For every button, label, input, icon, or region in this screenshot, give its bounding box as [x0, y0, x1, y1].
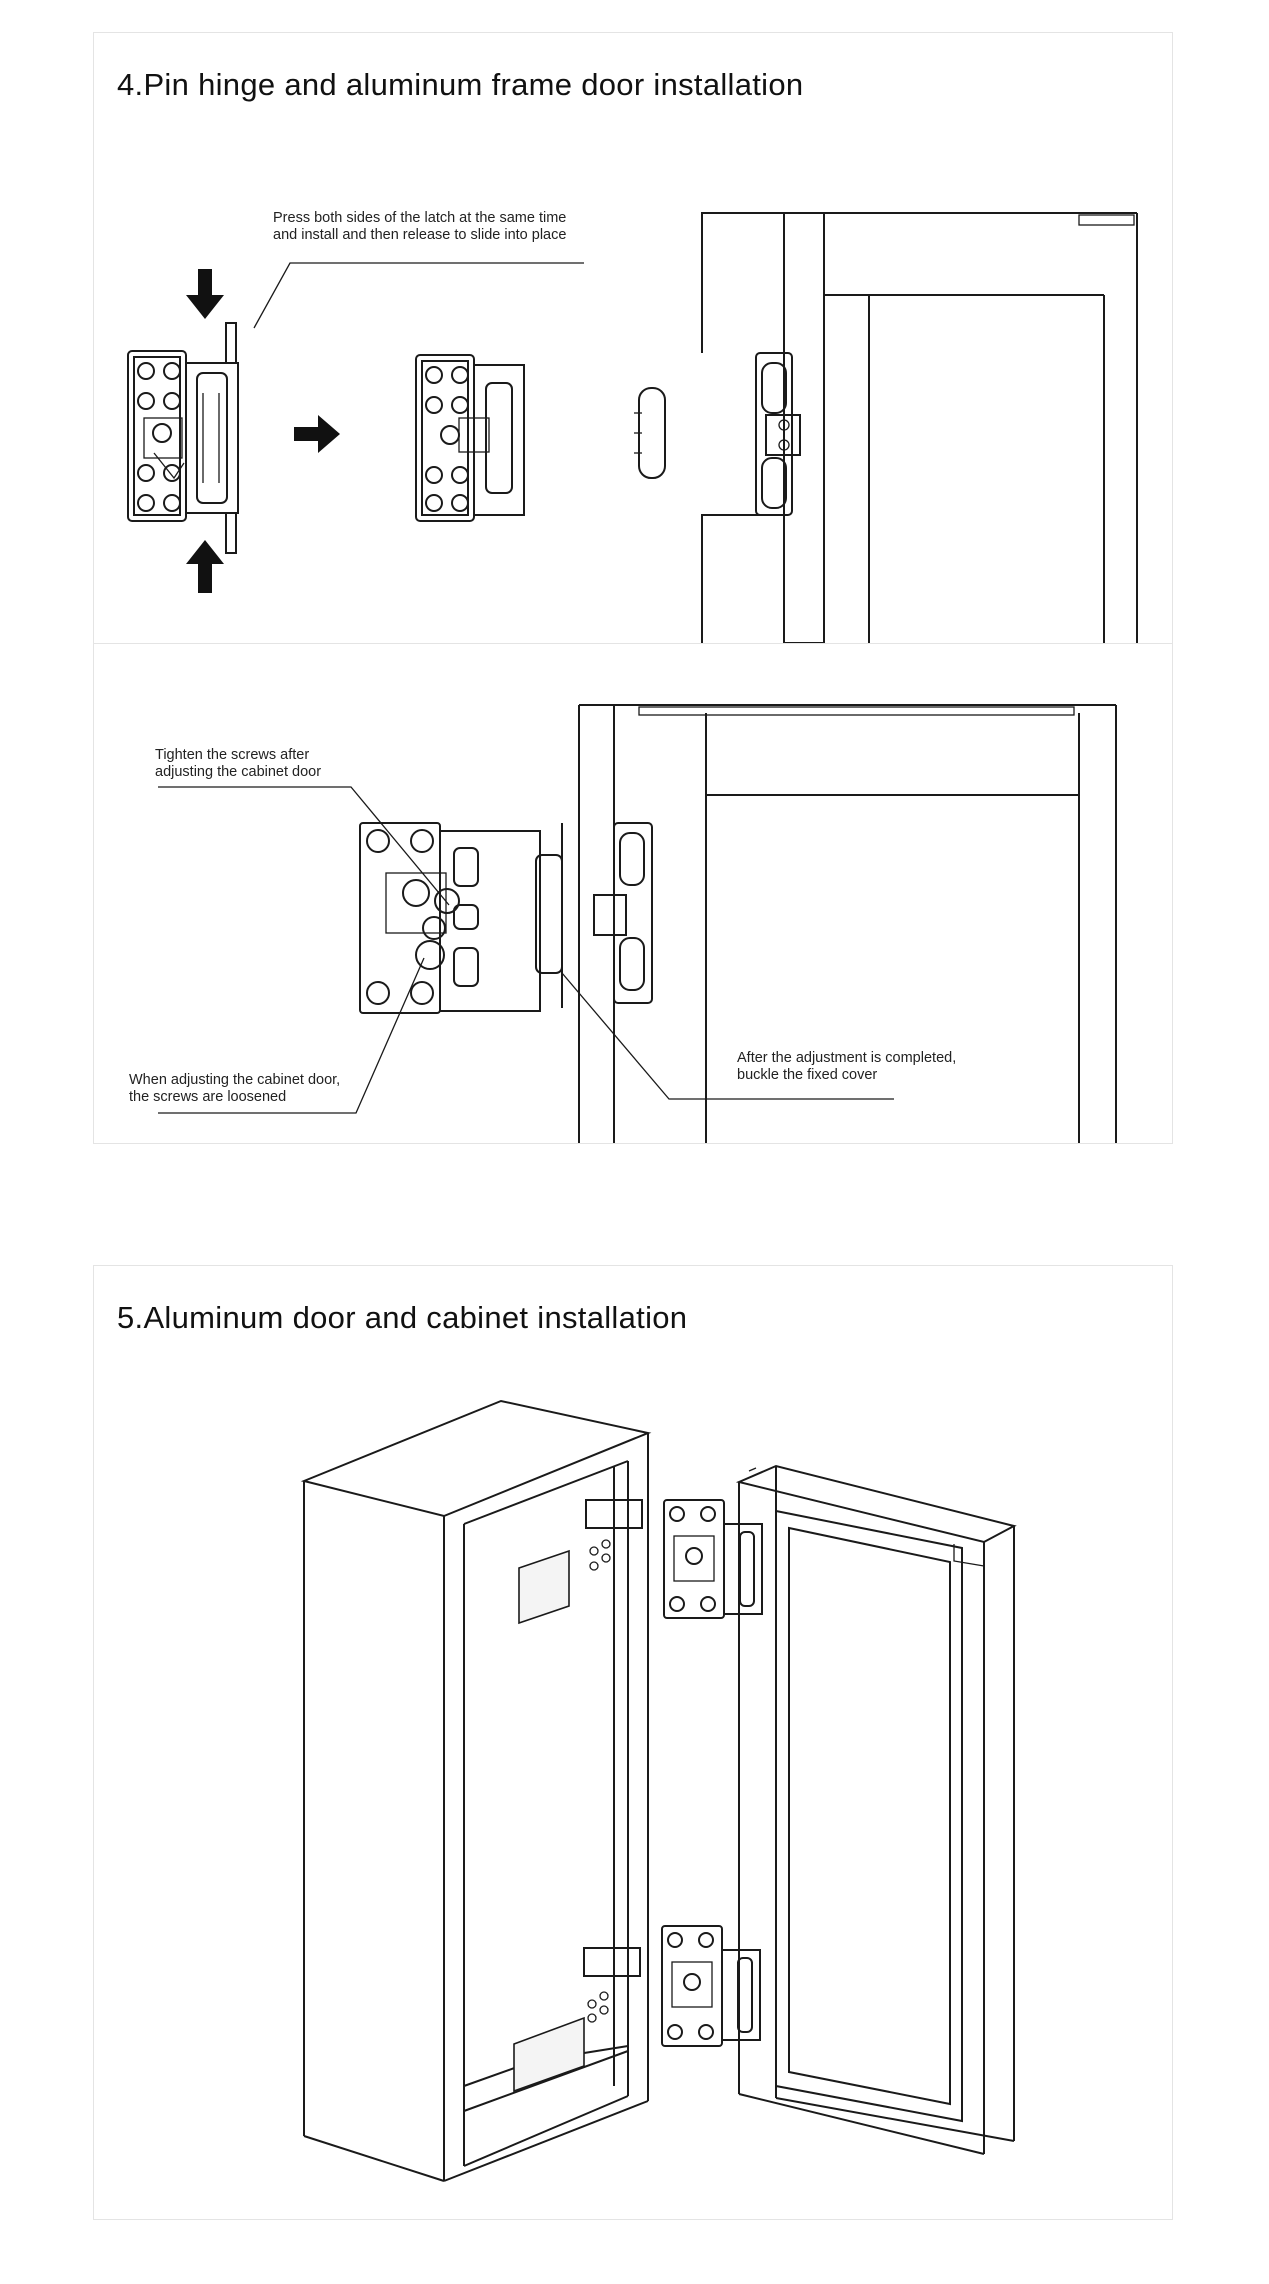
aluminum-frame-door-bottom [578, 704, 1117, 1143]
sub-panel-divider [94, 643, 1172, 644]
aluminum-frame-door [735, 1464, 1017, 2155]
mounted-hinge-large [359, 822, 627, 1014]
mounting-plate-bottom [513, 2016, 585, 2093]
cabinet-box [300, 1399, 652, 2182]
cabinet-bracket-top [585, 1499, 643, 1571]
arrow-up-icon [186, 540, 224, 593]
cabinet-bracket-bottom [583, 1947, 641, 2023]
hinge-top [663, 1499, 763, 1619]
aluminum-frame-door-top [701, 212, 1138, 644]
latch-clip [634, 387, 666, 479]
section-cabinet-installation: 5.Aluminum door and cabinet installation [93, 1265, 1173, 2220]
latch-callout: Press both sides of the latch at the sam… [273, 210, 567, 243]
arrow-right-icon [294, 415, 340, 453]
fixed-cover-callout: After the adjustment is completed, buckl… [737, 1050, 957, 1083]
hinge-with-latch [127, 322, 239, 554]
hinge-latch-removed [415, 354, 525, 522]
arrow-down-icon [186, 269, 224, 319]
hinge-bottom [661, 1925, 761, 2047]
cabinet-door-illustration [300, 1399, 1017, 2182]
mounting-plate-top [518, 1549, 570, 1625]
tighten-callout-leader [158, 786, 450, 906]
section-pin-hinge: 4.Pin hinge and aluminum frame door inst… [93, 32, 1173, 1144]
section-title-pin-hinge: 4.Pin hinge and aluminum frame door inst… [117, 67, 804, 102]
cover-callout-leader [561, 972, 894, 1100]
section-title-cabinet-installation: 5.Aluminum door and cabinet installation [117, 1300, 688, 1335]
tighten-screws-callout: Tighten the screws after adjusting the c… [155, 747, 322, 780]
latch-callout-leader [253, 262, 584, 329]
pin-hinge-illustration [127, 212, 1138, 1143]
loosen-screws-callout: When adjusting the cabinet door, the scr… [129, 1072, 341, 1105]
loosen-callout-leader [158, 957, 425, 1114]
